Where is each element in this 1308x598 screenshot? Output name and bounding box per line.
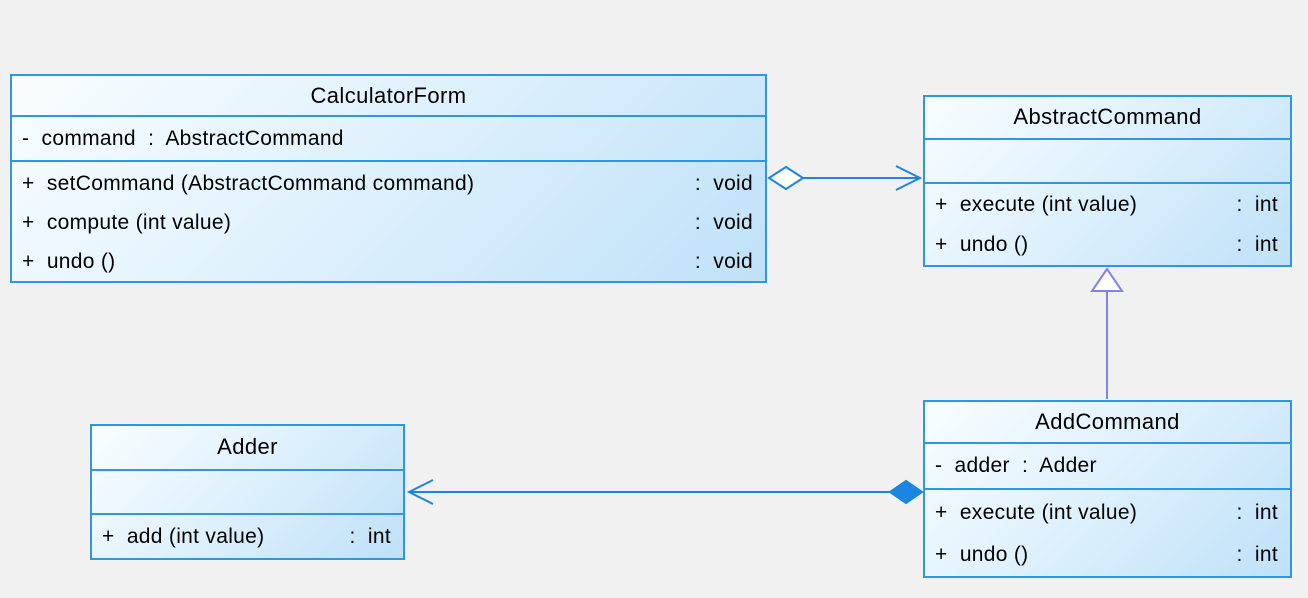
class-title: Adder	[217, 434, 278, 460]
method-signature: + compute (int value)	[22, 210, 232, 234]
generalization-triangle-icon	[1090, 267, 1124, 292]
methods-compartment: + add (int value) : int	[92, 513, 403, 558]
open-arrowhead-icon	[406, 479, 434, 505]
method-return-type: : void	[694, 249, 753, 273]
method-return-type: : int	[349, 524, 391, 548]
method-return-type: : int	[1236, 233, 1278, 256]
method-signature: + setCommand (AbstractCommand command)	[22, 171, 475, 195]
method-signature: + add (int value)	[102, 524, 265, 548]
methods-compartment: + execute (int value) : int + undo () : …	[925, 182, 1290, 265]
method-return-type: : int	[1236, 543, 1278, 566]
class-box-addcommand[interactable]: AddCommand - adder : Adder + execute (in…	[923, 400, 1292, 578]
method-row: + add (int value) : int	[92, 515, 403, 558]
method-signature: + undo ()	[935, 543, 1029, 566]
method-row: + compute (int value) : void	[12, 203, 765, 242]
methods-compartment: + execute (int value) : int + undo () : …	[925, 488, 1290, 576]
method-return-type: : int	[1236, 501, 1278, 524]
method-signature: + undo ()	[935, 233, 1029, 256]
composition-connector-addcommand-adder[interactable]	[406, 479, 924, 505]
method-row: + setCommand (AbstractCommand command) :…	[12, 164, 765, 203]
method-return-type: : void	[694, 171, 753, 195]
aggregation-diamond-icon	[767, 165, 805, 191]
class-box-calculatorform[interactable]: CalculatorForm - command : AbstractComma…	[10, 74, 767, 283]
attributes-compartment	[925, 137, 1290, 182]
generalization-connector-addcommand-abstractcommand[interactable]	[1090, 267, 1124, 399]
methods-compartment: + setCommand (AbstractCommand command) :…	[12, 160, 765, 281]
attributes-compartment: - adder : Adder	[925, 442, 1290, 488]
class-title: AbstractCommand	[1013, 104, 1202, 130]
attribute-row: - adder : Adder	[925, 444, 1290, 488]
method-signature: + undo ()	[22, 249, 116, 273]
class-title: CalculatorForm	[310, 82, 467, 108]
composition-diamond-icon	[888, 479, 924, 505]
attribute-text: - adder : Adder	[935, 454, 1097, 477]
method-row: + undo () : int	[925, 534, 1290, 576]
method-return-type: : void	[694, 210, 753, 234]
class-box-adder[interactable]: Adder + add (int value) : int	[90, 424, 405, 560]
open-arrowhead-icon	[895, 165, 923, 191]
method-row: + undo () : void	[12, 242, 765, 281]
method-signature: + execute (int value)	[935, 193, 1138, 216]
method-signature: + execute (int value)	[935, 501, 1138, 524]
method-row: + execute (int value) : int	[925, 492, 1290, 534]
attribute-text: - command : AbstractCommand	[22, 126, 344, 150]
aggregation-connector-calculatorform-abstractcommand[interactable]	[767, 165, 923, 191]
method-row: + execute (int value) : int	[925, 185, 1290, 225]
method-return-type: : int	[1236, 193, 1278, 216]
attributes-compartment	[92, 468, 403, 513]
class-box-abstractcommand[interactable]: AbstractCommand + execute (int value) : …	[923, 95, 1292, 267]
method-row: + undo () : int	[925, 225, 1290, 265]
attributes-compartment: - command : AbstractCommand	[12, 115, 765, 160]
class-title: AddCommand	[1035, 409, 1180, 434]
attribute-row: - command : AbstractCommand	[12, 117, 765, 160]
